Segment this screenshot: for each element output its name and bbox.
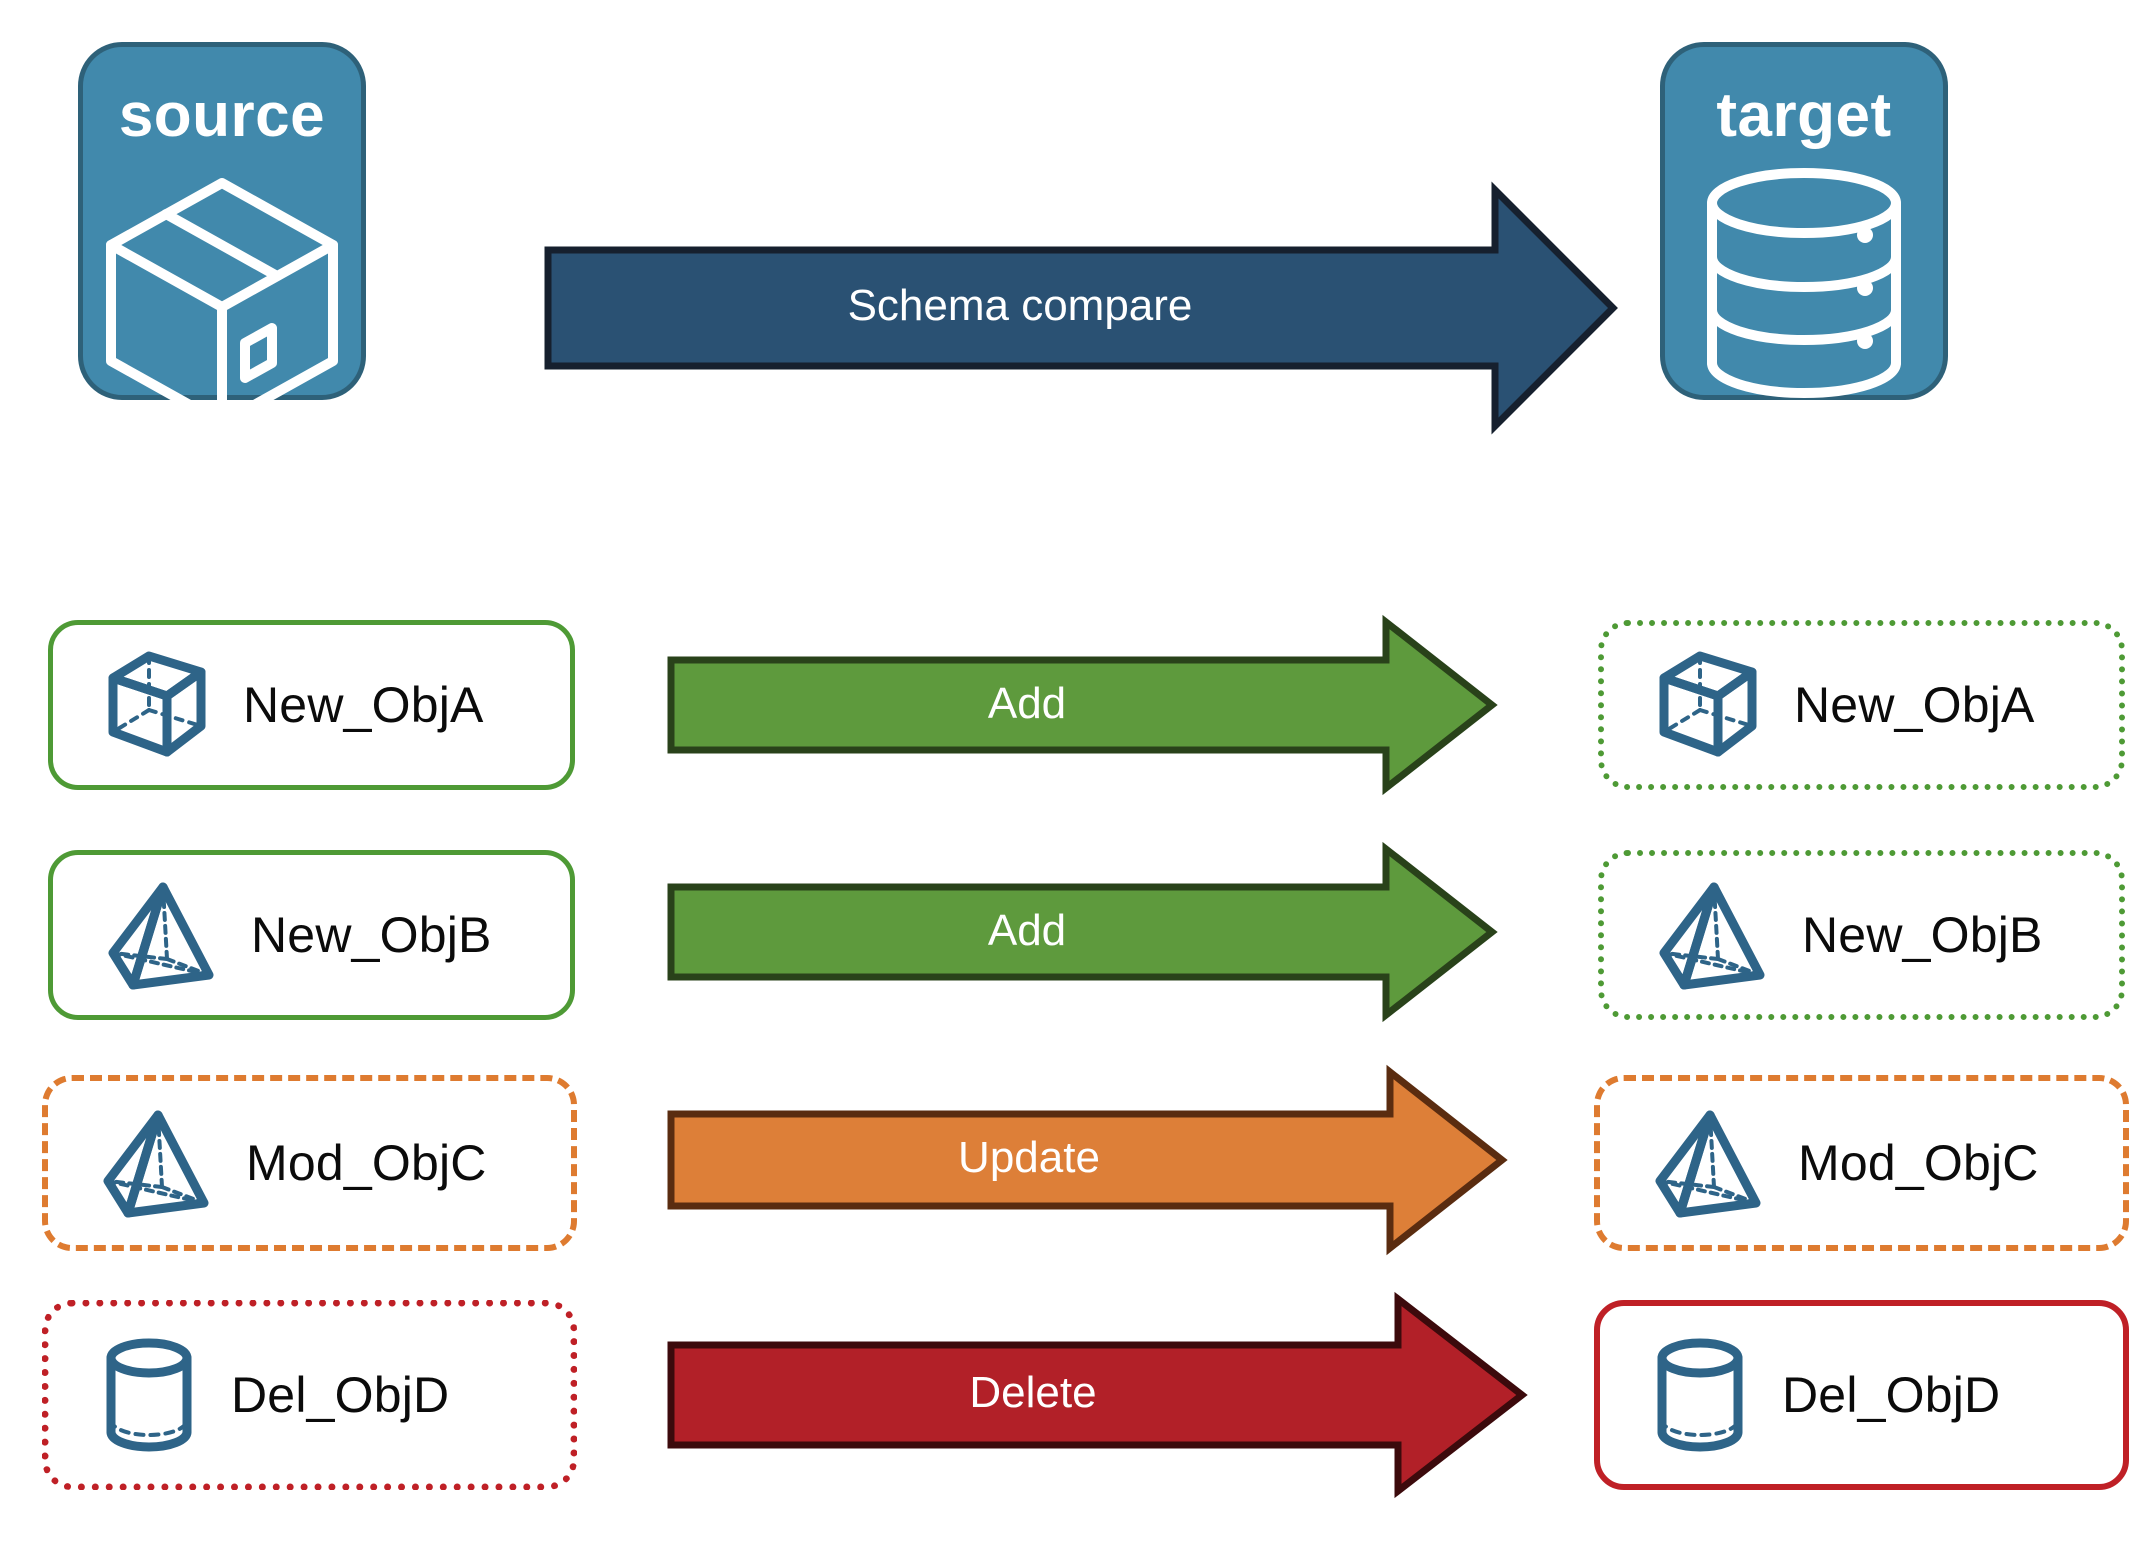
target-object-label: Del_ObjD (1782, 1367, 2001, 1423)
target-object-label: New_ObjA (1794, 677, 2035, 733)
pyramid-wireframe-icon (1656, 879, 1768, 991)
database-cylinder-icon (1697, 165, 1912, 415)
target-object-label: Mod_ObjC (1798, 1135, 2039, 1191)
cylinder-wireframe-icon (101, 1336, 197, 1454)
schema-compare-arrow[interactable]: Schema compare (544, 181, 1618, 435)
source-object-label: New_ObjB (251, 907, 492, 963)
source-object-label: Mod_ObjC (246, 1135, 487, 1191)
package-box-icon (97, 165, 347, 428)
target-object-card[interactable]: Del_ObjD (1594, 1300, 2129, 1490)
source-panel-title: source (118, 81, 326, 150)
cube-wireframe-icon (105, 650, 209, 760)
source-object-label: Del_ObjD (231, 1367, 450, 1423)
action-arrow-label: Delete (969, 1368, 1097, 1417)
source-object-label: New_ObjA (243, 677, 484, 733)
source-panel[interactable]: source (78, 42, 366, 428)
schema-compare-label: Schema compare (847, 281, 1193, 330)
source-object-card[interactable]: New_ObjB (48, 850, 575, 1020)
target-panel-title: target (1716, 81, 1892, 150)
target-object-card[interactable]: New_ObjB (1598, 850, 2125, 1020)
target-object-label: New_ObjB (1802, 907, 2043, 963)
target-panel[interactable]: target (1660, 42, 1948, 400)
action-arrow-add[interactable]: Add (667, 614, 1498, 796)
action-arrow-add[interactable]: Add (667, 841, 1498, 1023)
target-object-card[interactable]: New_ObjA (1598, 620, 2125, 790)
source-object-card[interactable]: Del_ObjD (42, 1300, 577, 1490)
pyramid-wireframe-icon (100, 1107, 212, 1219)
action-arrow-delete[interactable]: Delete (667, 1291, 1528, 1499)
source-object-card[interactable]: New_ObjA (48, 620, 575, 790)
action-arrow-label: Update (958, 1133, 1100, 1182)
action-arrow-update[interactable]: Update (667, 1064, 1508, 1256)
action-arrow-label: Add (987, 679, 1067, 728)
target-object-card[interactable]: Mod_ObjC (1594, 1075, 2129, 1251)
source-object-card[interactable]: Mod_ObjC (42, 1075, 577, 1251)
pyramid-wireframe-icon (1652, 1107, 1764, 1219)
pyramid-wireframe-icon (105, 879, 217, 991)
cylinder-wireframe-icon (1652, 1336, 1748, 1454)
cube-wireframe-icon (1656, 650, 1760, 760)
action-arrow-label: Add (987, 906, 1067, 955)
